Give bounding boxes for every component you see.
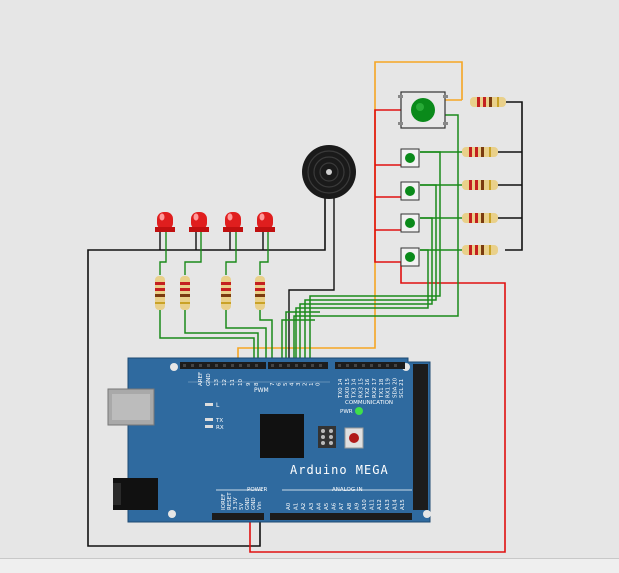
analog-pin-label: A11 <box>370 499 376 510</box>
button-resistor-2[interactable] <box>462 147 498 157</box>
board-name: Arduino MEGA <box>290 463 389 477</box>
led-2[interactable] <box>189 212 209 232</box>
analog-pin-label: A2 <box>301 503 307 510</box>
simulation-canvas[interactable]: Arduino MEGA PWM COMMUNICATION PWR POWER… <box>0 0 619 558</box>
power-pin-label: Vin <box>257 501 263 510</box>
power-led <box>355 407 363 415</box>
comm-pin-label: SDA 20 <box>392 377 398 398</box>
wire-led1[interactable] <box>159 310 255 364</box>
push-button-1[interactable] <box>400 148 420 168</box>
power-pin-label: GND <box>245 497 251 510</box>
analog-pin-label: A9 <box>354 502 360 510</box>
push-button-2[interactable] <box>400 181 420 201</box>
comm-pin-label: RX1 19 <box>386 378 392 398</box>
analog-pin-label: A14 <box>392 499 398 510</box>
top-pin-label: 3 <box>296 382 302 386</box>
led-4[interactable] <box>255 212 275 232</box>
pwm-label: PWM <box>254 387 269 394</box>
wire-gnd-left[interactable] <box>87 196 326 547</box>
status-bar <box>0 558 619 573</box>
wire-red-5v[interactable] <box>374 109 401 263</box>
comm-pin-label: TX3 14 <box>352 378 358 399</box>
analog-pin-label: A10 <box>362 499 368 510</box>
microcontroller-chip <box>260 414 304 458</box>
analog-pin-label: A8 <box>347 502 353 510</box>
wire-green-btn4[interactable] <box>299 217 433 364</box>
top-pin-label: 5 <box>283 382 289 386</box>
top-pin-label: 8 <box>254 382 260 386</box>
led-resistor-3[interactable] <box>221 276 231 310</box>
push-button-3[interactable] <box>400 213 420 233</box>
led-resistor-4[interactable] <box>255 276 265 310</box>
power-label: POWER <box>247 487 268 493</box>
led-l-label: L <box>216 402 220 409</box>
reset-button[interactable] <box>344 427 364 449</box>
analog-pin-label: A6 <box>332 502 338 510</box>
analog-pin-label: A7 <box>339 502 345 510</box>
button-resistor-4[interactable] <box>462 213 498 223</box>
top-pin-label: 13 <box>214 379 220 386</box>
comm-pin-label: TX0 14 <box>338 378 344 399</box>
analog-pin-label: A5 <box>324 502 330 510</box>
analog-pin-label: A12 <box>377 499 383 510</box>
top-pin-label: 0 <box>316 382 322 386</box>
wire-green-btn5[interactable] <box>295 249 429 364</box>
led-resistor-1[interactable] <box>155 276 165 310</box>
top-pin-label: 4 <box>290 382 296 386</box>
comm-pin-label: SCL 21 <box>399 379 405 398</box>
top-pin-label: 2 <box>303 383 309 387</box>
wire-buzzer[interactable] <box>288 196 335 364</box>
led-resistor-2[interactable] <box>180 276 190 310</box>
comm-pin-label: RX3 15 <box>358 378 364 398</box>
led-tx-label: TX <box>215 418 223 424</box>
push-button-large[interactable] <box>398 91 448 129</box>
wire-led3[interactable] <box>225 310 267 364</box>
button-resistor-5[interactable] <box>462 245 498 255</box>
top-pin-label: 6 <box>277 382 283 386</box>
analog-in-label: ANALOG IN <box>332 487 363 493</box>
led-3[interactable] <box>223 212 243 232</box>
push-button-4[interactable] <box>400 247 420 267</box>
wire-led4[interactable] <box>259 310 273 364</box>
comm-pin-label: RX2 17 <box>372 378 378 398</box>
wires <box>87 61 523 553</box>
analog-pin-label: A3 <box>309 502 315 510</box>
power-pin-label: IOREF <box>221 494 227 510</box>
analog-pin-label: A4 <box>316 502 322 510</box>
analog-pin-label: A1 <box>294 503 300 510</box>
top-pin-label: 12 <box>222 379 228 386</box>
led-rx-label: RX <box>216 425 224 431</box>
top-pin-label: 1 <box>309 383 315 387</box>
comm-pin-label: TX2 16 <box>365 378 371 399</box>
button-resistor-3[interactable] <box>462 180 498 190</box>
led-1[interactable] <box>155 212 175 232</box>
wire-led2[interactable] <box>184 310 259 364</box>
comm-pin-label: TX1 18 <box>379 378 385 399</box>
top-pin-label: 7 <box>270 382 276 386</box>
arduino-mega-board[interactable] <box>107 357 431 523</box>
wire-red-main[interactable] <box>249 262 506 553</box>
power-pin-label: 3.3V <box>233 497 239 510</box>
top-pin-label: 10 <box>238 379 244 386</box>
analog-pin-label: A13 <box>385 499 391 510</box>
analog-pin-label: A15 <box>400 499 406 510</box>
power-pin-label: RESET <box>227 492 233 510</box>
top-pin-label: 11 <box>230 379 236 386</box>
buzzer[interactable] <box>302 145 356 199</box>
communication-label: COMMUNICATION <box>345 400 393 406</box>
pwr-label: PWR <box>340 409 353 415</box>
top-pin-label: GND <box>206 373 212 386</box>
analog-pin-label: A0 <box>286 502 292 510</box>
comm-pin-label: RX0 15 <box>345 378 351 398</box>
top-pin-label: 9 <box>246 382 252 386</box>
power-pin-label: 5V <box>239 503 245 510</box>
power-pin-label: GND <box>251 497 257 510</box>
top-pin-label: AREF <box>198 372 204 386</box>
wire-gnd-right[interactable] <box>505 101 523 251</box>
button-resistor-1[interactable] <box>470 97 506 107</box>
wire-green-btn1[interactable] <box>293 114 459 364</box>
